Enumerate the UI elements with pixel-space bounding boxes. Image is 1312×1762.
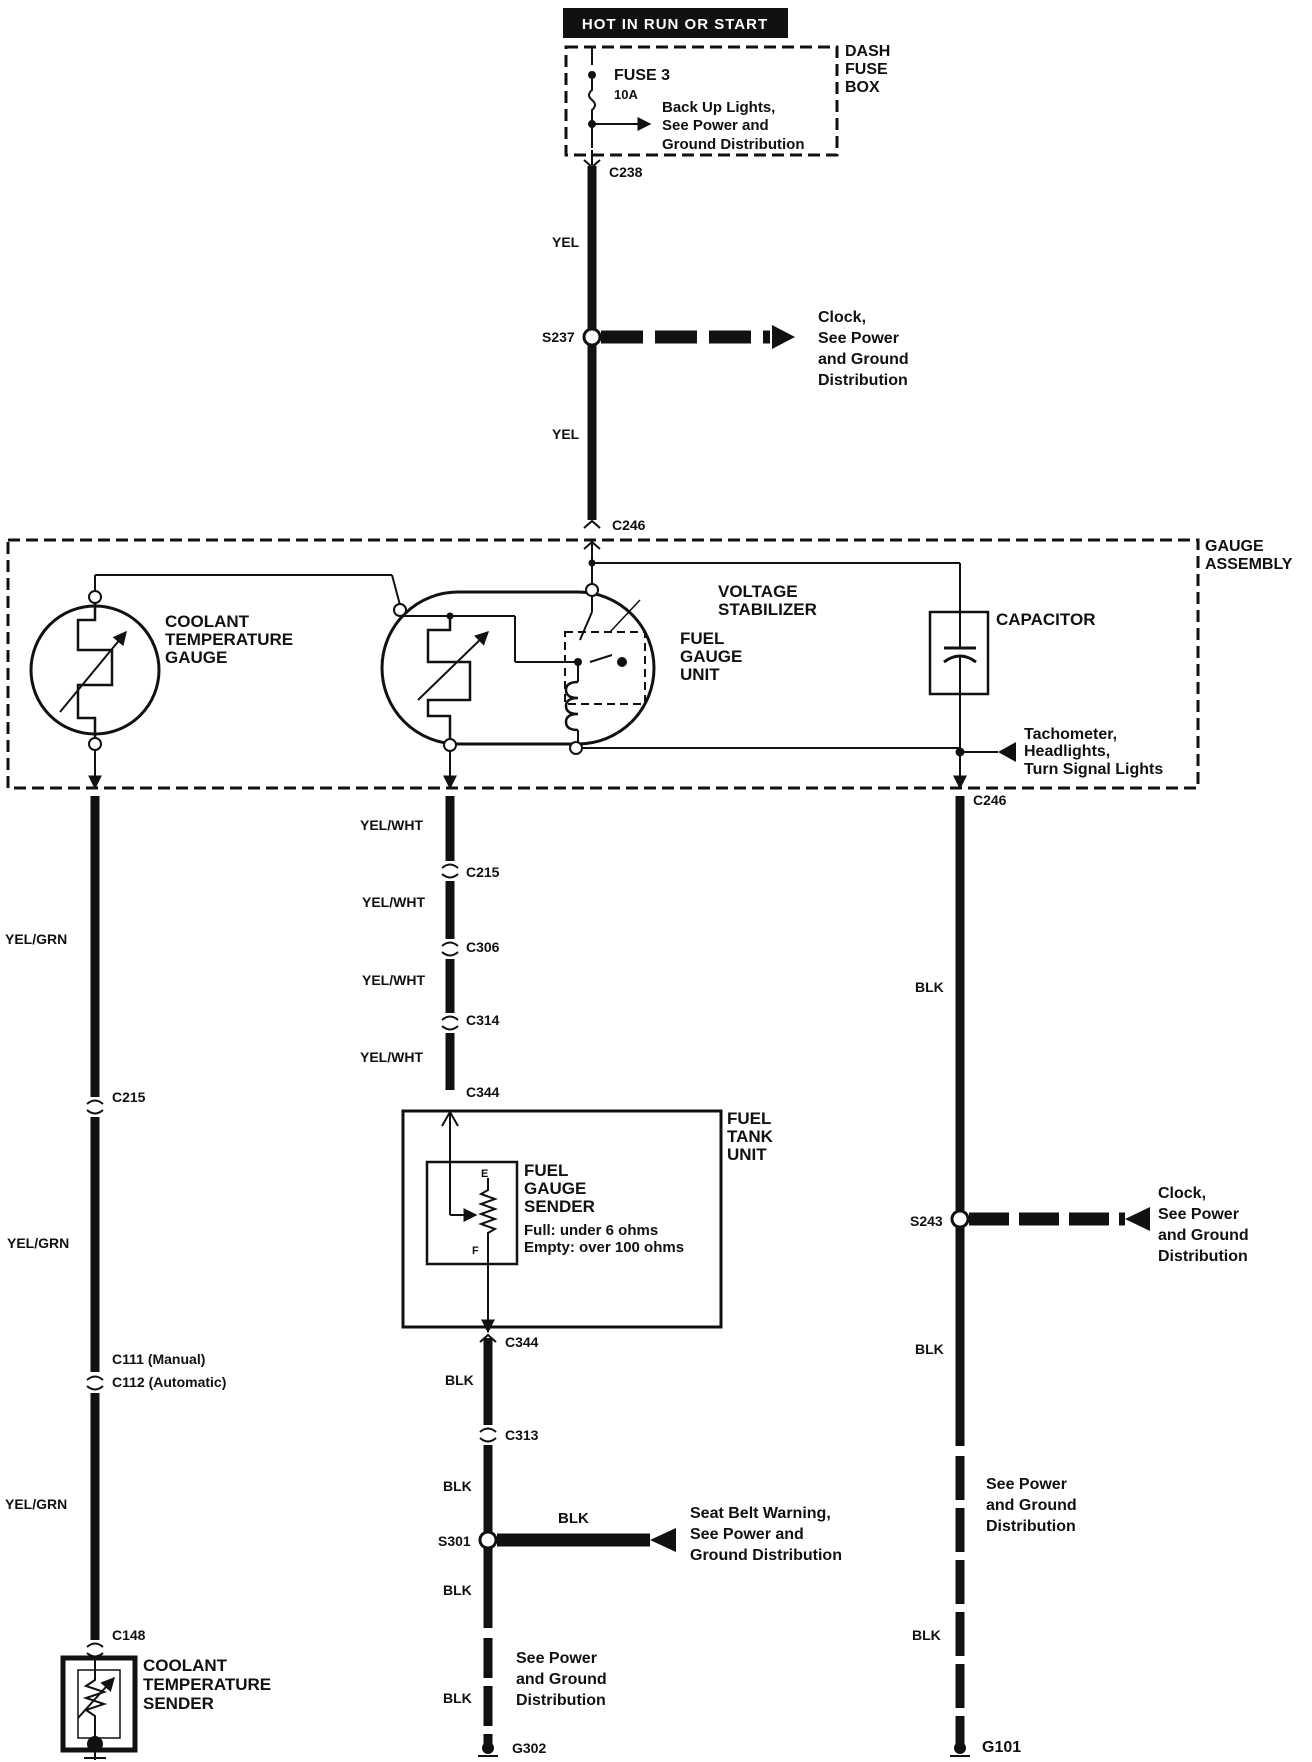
tachometer-branch-text: Tachometer, Headlights, Turn Signal Ligh… [1024, 726, 1163, 778]
connector-c344-top: C344 [466, 1084, 500, 1100]
connector-c111: C111 (Manual) [112, 1351, 205, 1367]
connector-c313: C313 [505, 1427, 539, 1443]
seat-belt-branch: BLK Seat Belt Warning, See Power and Gro… [497, 1505, 842, 1564]
tachometer-branch-arrow [998, 742, 1016, 762]
clock-branch-right: Clock, See Power and Ground Distribution [969, 1185, 1253, 1265]
wire-label-blk-right-1: BLK [915, 979, 944, 995]
connector-c306: C306 [466, 939, 500, 955]
wire-label-yel-wht-2: YEL/WHT [362, 894, 425, 910]
capacitor: CAPACITOR [928, 610, 1096, 696]
dash-fuse-box: DASH FUSE BOX FUSE 3 10A Back Up Lights,… [564, 43, 895, 157]
blk-ground-wire-right: C246 BLK S243 BLK See Power and Ground D… [910, 792, 1081, 1757]
wire-label-blk-seatbelt: BLK [558, 1510, 589, 1527]
wire-label-blk-mid-2: BLK [443, 1478, 472, 1494]
clock-branch-top: Clock, See Power and Ground Distribution [601, 309, 913, 389]
ground-note-mid: See Power and Ground Distribution [516, 1650, 611, 1709]
connector-c344-bottom: C344 [505, 1334, 539, 1350]
splice-s243 [950, 1209, 970, 1229]
fuel-tank-unit-border [401, 1109, 723, 1329]
hot-label-group: HOT IN RUN OR START [563, 8, 788, 38]
wire-label-blk-mid-4: BLK [443, 1690, 472, 1706]
clock-branch-top-text: Clock, See Power and Ground Distribution [818, 309, 913, 389]
coolant-temperature-gauge-label: COOLANT TEMPERATURE GAUGE [165, 612, 298, 667]
gauge-assembly: GAUGE ASSEMBLY COOLANT TEMPERATURE GAUGE [6, 538, 1293, 790]
wire-label-blk-right-2: BLK [915, 1341, 944, 1357]
backup-lights-branch-text: Back Up Lights, See Power and Ground Dis… [662, 99, 804, 153]
connector-c148: C148 [112, 1627, 146, 1643]
wire-label-yel-2: YEL [552, 426, 580, 442]
fuse-3-top-node [588, 71, 596, 79]
wire-label-yel-grn-1: YEL/GRN [5, 931, 67, 947]
wire-label-yel-wht-3: YEL/WHT [362, 972, 425, 988]
splice-s301 [478, 1530, 498, 1550]
coolant-temperature-sender: COOLANT TEMPERATURE SENDER [60, 1655, 276, 1753]
connector-c112: C112 (Automatic) [112, 1374, 226, 1390]
wire-label-yel-grn-2: YEL/GRN [7, 1235, 69, 1251]
connector-c246-top: C246 [612, 517, 646, 533]
splice-s301-label: S301 [438, 1533, 471, 1549]
dash-fuse-box-title: DASH FUSE BOX [845, 43, 895, 96]
connector-c246-right: C246 [973, 792, 1007, 808]
fuel-gauge-unit: VOLTAGE STABILIZER FUEL GAUGE UNIT [380, 582, 817, 755]
fuse-3-element [588, 79, 596, 148]
splice-s237-label: S237 [542, 329, 575, 345]
fuel-gauge-unit-label: FUEL GAUGE UNIT [680, 629, 747, 684]
wire-label-yel-wht-1: YEL/WHT [360, 817, 423, 833]
connector-c215-mid: C215 [466, 864, 500, 880]
wire-label-blk-mid-1: BLK [445, 1372, 474, 1388]
wire-label-blk-mid-3: BLK [443, 1582, 472, 1598]
fuel-tank-unit-title: FUEL TANK UNIT [727, 1109, 778, 1164]
sender-terminal-f: F [472, 1245, 479, 1257]
coolant-temperature-gauge: COOLANT TEMPERATURE GAUGE [29, 574, 401, 751]
wire-label-yel-1: YEL [552, 234, 580, 250]
voltage-stabilizer-box [564, 631, 646, 705]
clock-branch-right-text: Clock, See Power and Ground Distribution [1158, 1185, 1253, 1265]
blk-ground-wire-mid: C344 BLK C313 BLK S301 BLK BLK See Power… [438, 1333, 611, 1757]
connector-c314: C314 [466, 1012, 500, 1028]
ground-symbol-left [84, 1752, 106, 1760]
seat-belt-branch-text: Seat Belt Warning, See Power and Ground … [690, 1505, 842, 1564]
fuel-tank-unit: FUEL TANK UNIT E F FUEL GAUGE SENDER Ful… [401, 1109, 778, 1334]
coolant-temperature-sender-label: COOLANT TEMPERATURE SENDER [143, 1656, 276, 1713]
yel-grn-wire: YEL/GRN C215 YEL/GRN C111 (Manual) C112 … [5, 796, 226, 1658]
wire-label-yel-wht-4: YEL/WHT [360, 1049, 423, 1065]
fuel-sender-full-spec: Full: under 6 ohms [524, 1222, 658, 1239]
fuse-3-label: FUSE 3 [614, 67, 670, 84]
gauge-assembly-title: GAUGE ASSEMBLY [1205, 538, 1293, 573]
voltage-stabilizer-label: VOLTAGE STABILIZER [718, 582, 817, 619]
wire-label-yel-grn-3: YEL/GRN [5, 1496, 67, 1512]
hot-in-run-or-start-label: HOT IN RUN OR START [582, 16, 768, 33]
fuel-gauge-sender-label: FUEL GAUGE SENDER [524, 1161, 595, 1216]
fuel-sender-empty-spec: Empty: over 100 ohms [524, 1239, 684, 1256]
sender-terminal-e: E [481, 1168, 488, 1180]
ground-note-right: See Power and Ground Distribution [986, 1476, 1081, 1535]
ground-g302-label: G302 [512, 1740, 546, 1756]
capacitor-label: CAPACITOR [996, 610, 1096, 629]
yel-wht-wire: YEL/WHT C215 YEL/WHT C306 YEL/WHT C314 Y… [360, 796, 500, 1100]
splice-s243-label: S243 [910, 1213, 943, 1229]
splice-s237 [582, 327, 602, 347]
connector-c215-left: C215 [112, 1089, 146, 1105]
connector-c238: C238 [609, 164, 643, 180]
wire-label-blk-right-3: BLK [912, 1627, 941, 1643]
fuse-3-rating: 10A [614, 87, 638, 102]
yel-main-wire: C238 YEL S237 YEL C246 [542, 150, 646, 533]
fuel-gauge-sender-box [425, 1160, 519, 1266]
ground-g101-label: G101 [982, 1739, 1021, 1756]
gauge-assembly-border [6, 538, 1200, 790]
